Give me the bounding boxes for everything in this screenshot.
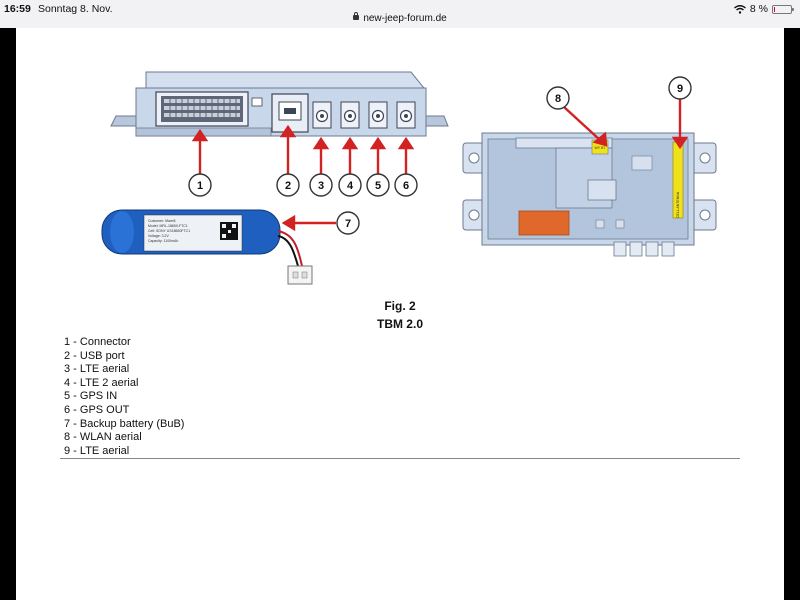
callout-2: 2: [276, 173, 300, 197]
battery-label-line2: Model: MRL-18650-FTC1: [148, 224, 188, 228]
callout-7: 7: [336, 211, 360, 235]
tbm-diagram: WY BT CELL ANTENNA Customer: Marelli Mod…: [101, 71, 717, 285]
wlan-tag-text: WY BT: [594, 146, 606, 150]
legend-item: 6 - GPS OUT: [64, 403, 130, 416]
tbm-top-view: WY BT CELL ANTENNA: [462, 132, 717, 257]
battery-icon: [772, 4, 794, 14]
legend-item: 8 - WLAN aerial: [64, 431, 142, 444]
document-page: WY BT CELL ANTENNA Customer: Marelli Mod…: [16, 28, 784, 600]
battery-label-line4: Voltage: 3.2V: [148, 234, 169, 238]
wifi-icon: [733, 4, 746, 14]
battery-label-line1: Customer: Marelli: [148, 219, 176, 223]
svg-text:5: 5: [375, 180, 381, 192]
legend-item: 4 - LTE 2 aerial: [64, 376, 139, 389]
legend-item: 2 - USB port: [64, 349, 125, 362]
svg-text:1: 1: [197, 180, 203, 192]
svg-text:3: 3: [318, 180, 324, 192]
callout-6: 6: [394, 173, 418, 197]
svg-text:6: 6: [403, 180, 409, 192]
legend-item: 1 - Connector: [64, 336, 131, 348]
svg-text:4: 4: [347, 180, 354, 192]
legend-item: 9 - LTE aerial: [64, 444, 130, 457]
clock: 16:59: [4, 3, 31, 15]
divider: [60, 458, 740, 459]
address-bar[interactable]: new-jeep-forum.de: [0, 12, 800, 24]
battery-label-line5: Capacity: 1100mAh: [148, 239, 178, 243]
callout-9: 9: [668, 76, 692, 100]
status-bar: 16:59 Sonntag 8. Nov. new-jeep-forum.de …: [0, 0, 800, 28]
callout-8: 8: [546, 86, 570, 110]
legend-item: 5 - GPS IN: [64, 390, 118, 403]
battery-percent: 8 %: [749, 3, 768, 15]
status-indicators: 8 %: [733, 3, 794, 15]
url-text: new-jeep-forum.de: [363, 13, 447, 24]
svg-text:9: 9: [677, 83, 683, 95]
backup-battery-image: Customer: Marelli Model: MRL-18650-FTC1 …: [101, 209, 313, 285]
battery-label-line3: Cell: SONY US18650FTC1: [148, 229, 190, 233]
svg-text:7: 7: [345, 218, 351, 230]
figure-label: Fig. 2: [384, 299, 416, 313]
lock-icon: [353, 12, 360, 20]
svg-text:2: 2: [285, 180, 291, 192]
callout-1: 1: [188, 173, 212, 197]
antenna-label-text: CELL ANTENNA: [676, 191, 680, 218]
callout-5: 5: [366, 173, 390, 197]
figure-title: TBM 2.0: [376, 317, 423, 331]
tbm-front-view: [110, 71, 449, 137]
date: Sonntag 8. Nov.: [38, 3, 113, 15]
legend-list: 1 - Connector 2 - USB port 3 - LTE aeria…: [64, 336, 184, 458]
svg-text:8: 8: [555, 93, 561, 105]
callout-4: 4: [338, 173, 362, 197]
callout-3: 3: [309, 173, 333, 197]
callout-arrows: [191, 96, 689, 232]
legend-item: 7 - Backup battery (BuB): [64, 417, 185, 430]
legend-item: 3 - LTE aerial: [64, 363, 130, 376]
